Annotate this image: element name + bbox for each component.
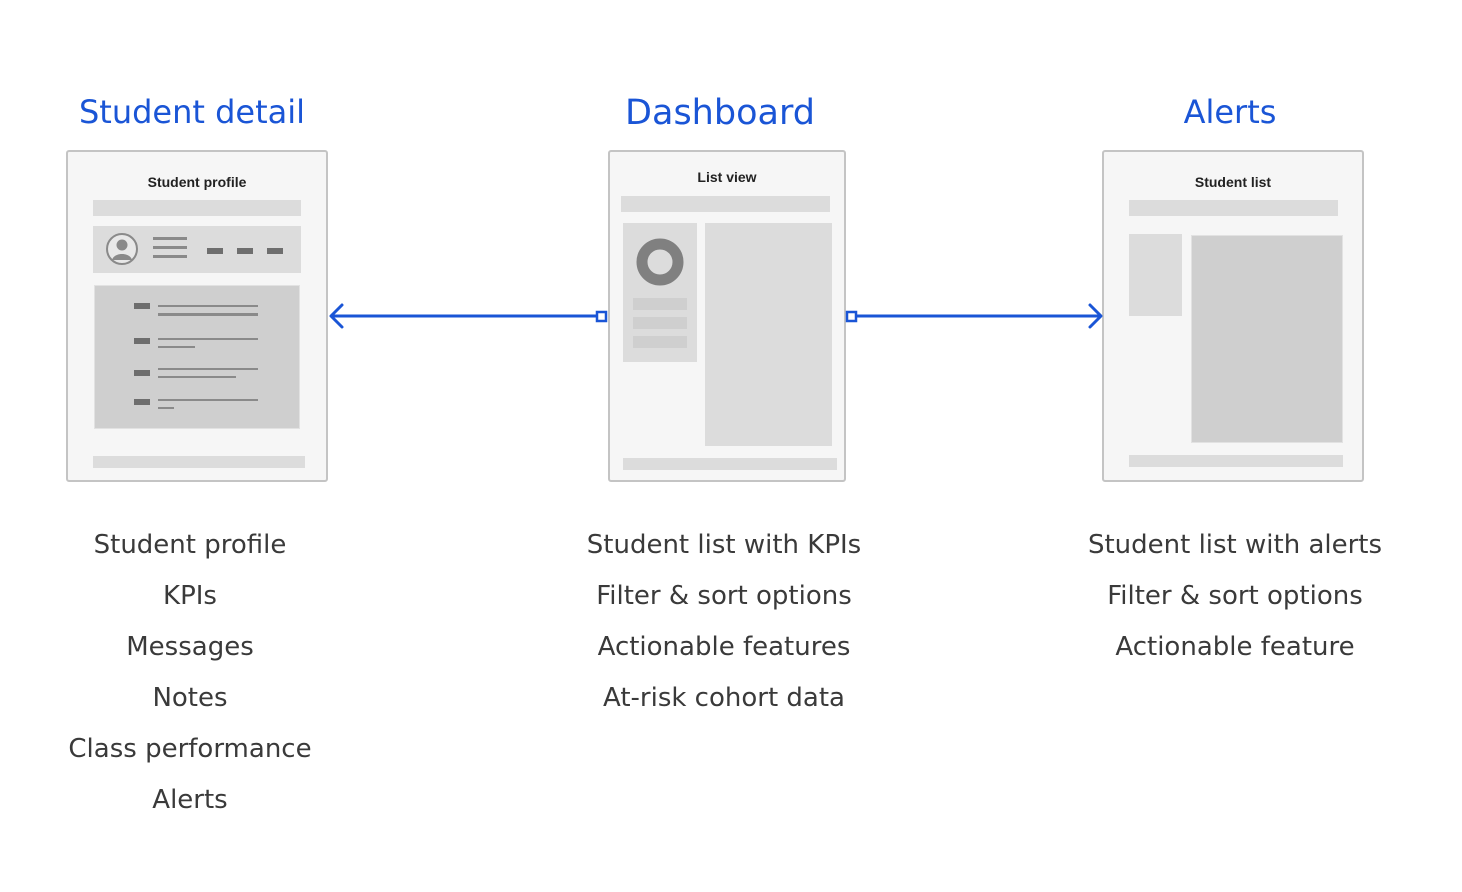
student-list-wireframe: Student list: [1102, 150, 1364, 482]
feature-list-dashboard: Student list with KPIs Filter & sort opt…: [544, 520, 904, 724]
feature-item: Messages: [126, 632, 254, 662]
feature-list-student-detail: Student profile KPIs Messages Notes Clas…: [40, 520, 340, 826]
header-bar: [1129, 200, 1338, 216]
hamburger-menu-icon: [153, 237, 187, 259]
donut-chart-icon: [636, 238, 684, 286]
feature-item: Actionable feature: [1115, 632, 1355, 662]
kpi-dash: [267, 248, 283, 254]
wireframe-label: List view: [697, 169, 757, 185]
header-bar: [621, 196, 830, 212]
kpi-dash: [207, 248, 223, 254]
student-list-panel: [705, 223, 832, 446]
feature-item: Class performance: [68, 734, 312, 764]
feature-item: Actionable features: [597, 632, 851, 662]
feature-item: Filter & sort options: [1107, 581, 1363, 611]
wireframe-label: Student list: [1194, 174, 1272, 190]
kpi-dash: [237, 248, 253, 254]
student-profile-wireframe: Student profile: [66, 150, 328, 482]
list-view-wireframe: List view: [608, 150, 846, 482]
title-alerts: Alerts: [1183, 93, 1277, 131]
alerts-list-panel: [1191, 235, 1343, 443]
title-dashboard: Dashboard: [625, 93, 815, 133]
footer-bar: [93, 456, 305, 468]
title-student-detail: Student detail: [78, 93, 306, 131]
header-bar: [93, 200, 301, 216]
kpi-sidebar: [623, 223, 697, 362]
feature-item: Student profile: [93, 530, 287, 560]
footer-bar: [623, 458, 837, 470]
feature-item: Student list with alerts: [1087, 530, 1383, 560]
feature-item: KPIs: [163, 581, 217, 611]
feature-item: Filter & sort options: [596, 581, 852, 611]
messages-panel: [94, 285, 300, 429]
feature-item: Student list with KPIs: [586, 530, 862, 560]
connector-dashboard-to-student-detail: [329, 303, 608, 329]
feature-item: Alerts: [152, 785, 228, 815]
feature-item: At-risk cohort data: [603, 683, 845, 713]
wireframe-label: Student profile: [147, 174, 247, 190]
footer-bar: [1129, 455, 1343, 467]
profile-card: [93, 226, 301, 273]
user-avatar-icon: [106, 233, 138, 265]
filter-panel: [1129, 234, 1182, 316]
connector-dashboard-to-alerts: [845, 303, 1103, 329]
feature-list-alerts: Student list with alerts Filter & sort o…: [1050, 520, 1420, 673]
feature-item: Notes: [152, 683, 228, 713]
